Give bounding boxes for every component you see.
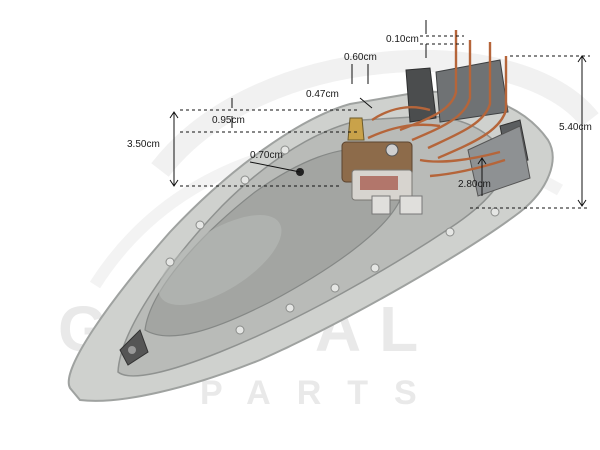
dimension-label: 0.70cm	[250, 150, 283, 161]
copper-wires	[367, 30, 508, 178]
dimension-label: 0.60cm	[344, 52, 377, 63]
dimension-label: 3.50cm	[127, 139, 160, 150]
dimension-label: 5.40cm	[559, 122, 592, 133]
dimension-label: 2.80cm	[458, 179, 491, 190]
dimension-label: 0.10cm	[386, 34, 419, 45]
watermark-sub-text: PARTS	[200, 374, 443, 412]
dimension-label: 0.47cm	[306, 89, 339, 100]
dimension-lines	[169, 20, 590, 209]
dimension-label: 0.95cm	[212, 115, 245, 126]
thermostat-assembly	[341, 117, 423, 215]
